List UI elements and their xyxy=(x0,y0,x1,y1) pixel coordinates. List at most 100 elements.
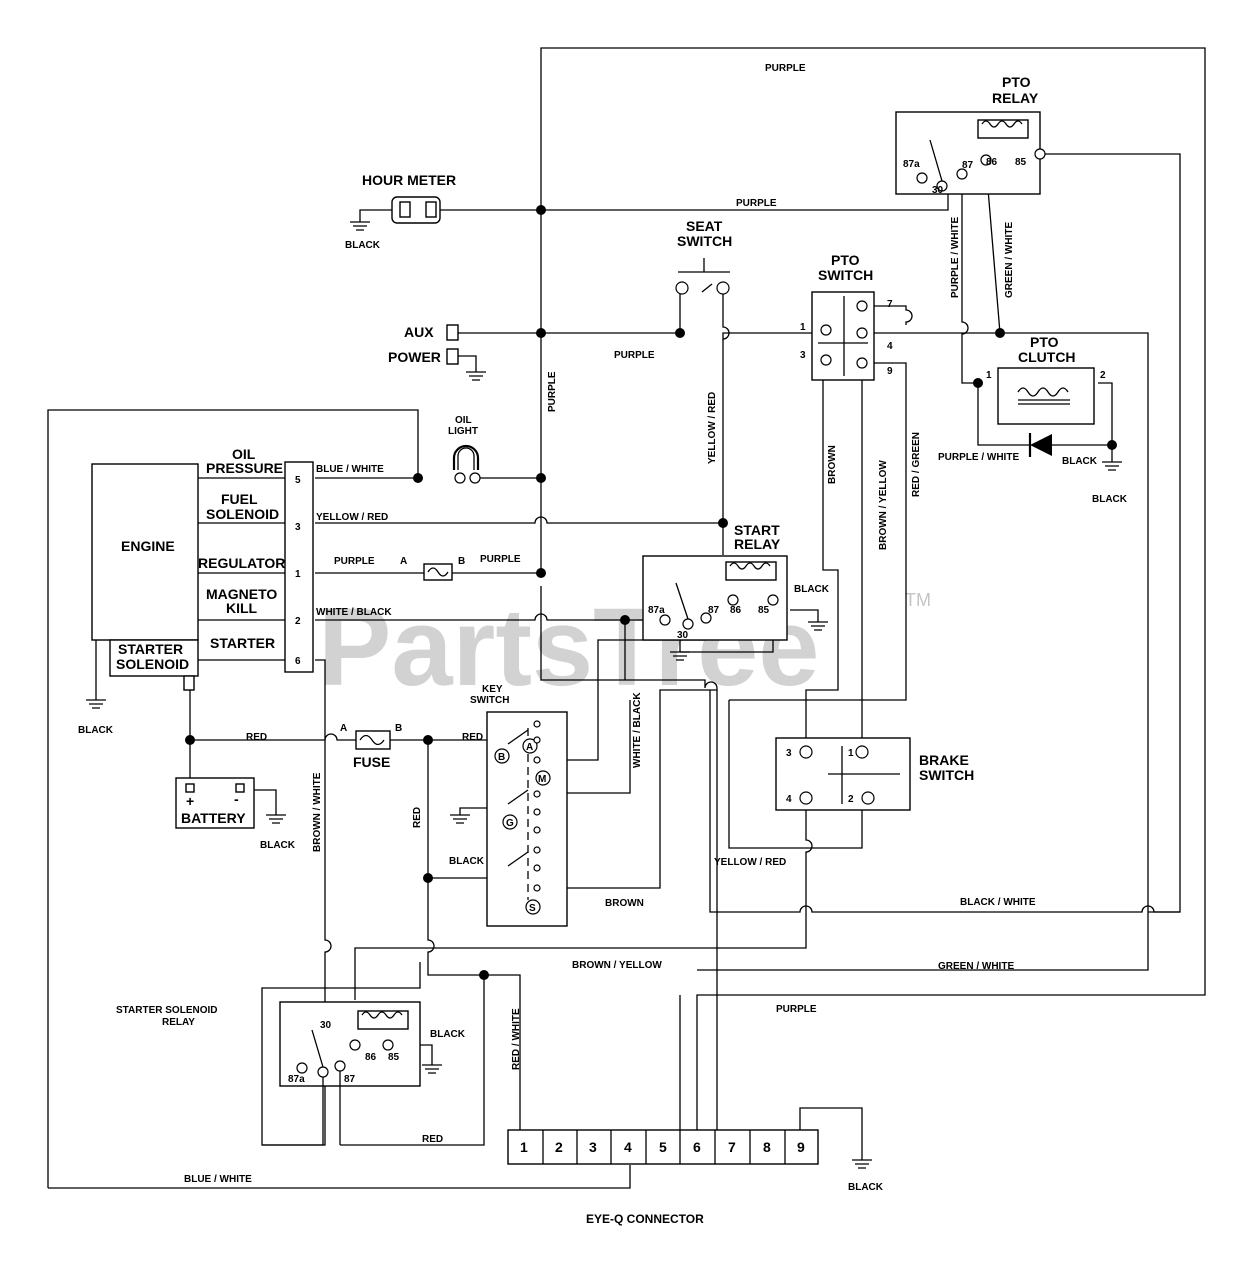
svg-text:GREEN / WHITE: GREEN / WHITE xyxy=(938,961,1014,972)
svg-text:30: 30 xyxy=(677,630,689,641)
svg-text:1: 1 xyxy=(295,569,301,580)
svg-text:RED: RED xyxy=(412,807,423,828)
svg-text:B: B xyxy=(458,556,465,567)
svg-text:PRESSURE: PRESSURE xyxy=(206,460,283,476)
svg-text:RED: RED xyxy=(246,732,267,743)
key-switch: KEY SWITCH B A M G S xyxy=(470,684,568,927)
svg-text:87a: 87a xyxy=(288,1074,305,1085)
watermark-tm: TM xyxy=(905,590,931,610)
svg-text:BLUE / WHITE: BLUE / WHITE xyxy=(316,464,384,475)
svg-text:85: 85 xyxy=(758,605,770,616)
svg-text:BROWN / YELLOW: BROWN / YELLOW xyxy=(572,960,662,971)
svg-text:5: 5 xyxy=(659,1139,667,1155)
seat-switch-label-2: SWITCH xyxy=(677,233,732,249)
svg-text:86: 86 xyxy=(986,157,998,168)
svg-text:M: M xyxy=(538,774,546,785)
svg-text:7: 7 xyxy=(728,1139,736,1155)
main-fuse: A B FUSE xyxy=(340,723,402,770)
svg-text:BLACK: BLACK xyxy=(1092,494,1128,505)
svg-text:BROWN: BROWN xyxy=(605,898,644,909)
svg-text:BLACK: BLACK xyxy=(345,240,381,251)
svg-text:BLACK: BLACK xyxy=(78,725,114,736)
regulator-fuse: A B xyxy=(400,556,465,581)
start-relay-label-1: START xyxy=(734,522,780,538)
svg-text:SOLENOID: SOLENOID xyxy=(206,506,279,522)
svg-text:+: + xyxy=(186,793,194,809)
svg-text:RED / WHITE: RED / WHITE xyxy=(511,1008,522,1070)
oil-light-label-2: LIGHT xyxy=(448,426,478,437)
svg-text:6: 6 xyxy=(295,656,301,667)
aux-label: AUX xyxy=(404,324,434,340)
battery-label: BATTERY xyxy=(181,810,246,826)
svg-text:FUEL: FUEL xyxy=(221,491,258,507)
svg-text:9: 9 xyxy=(887,366,893,377)
hour-meter-label: HOUR METER xyxy=(362,172,456,188)
hour-meter: HOUR METER xyxy=(362,172,456,224)
power-label: POWER xyxy=(388,349,441,365)
svg-text:86: 86 xyxy=(730,605,742,616)
eyeq-label: EYE-Q CONNECTOR xyxy=(586,1212,704,1226)
svg-text:PURPLE: PURPLE xyxy=(614,350,655,361)
svg-text:PURPLE: PURPLE xyxy=(765,63,806,74)
svg-text:4: 4 xyxy=(786,794,792,805)
svg-text:3: 3 xyxy=(786,748,792,759)
svg-text:BLACK / WHITE: BLACK / WHITE xyxy=(960,897,1036,908)
svg-text:STARTER: STARTER xyxy=(210,635,275,651)
svg-text:BLUE / WHITE: BLUE / WHITE xyxy=(184,1174,252,1185)
svg-text:BLACK: BLACK xyxy=(794,584,830,595)
pto-clutch-label-2: CLUTCH xyxy=(1018,349,1076,365)
svg-text:-: - xyxy=(234,791,239,807)
svg-text:BROWN: BROWN xyxy=(827,445,838,484)
svg-text:3: 3 xyxy=(800,350,806,361)
svg-text:4: 4 xyxy=(887,341,893,352)
pto-switch-label-1: PTO xyxy=(831,252,860,268)
svg-text:PURPLE: PURPLE xyxy=(736,198,777,209)
svg-text:3: 3 xyxy=(589,1139,597,1155)
svg-text:PURPLE: PURPLE xyxy=(334,556,375,567)
svg-text:OIL: OIL xyxy=(232,446,256,462)
brake-switch: 3 1 4 2 BRAKE SWITCH xyxy=(775,737,974,811)
svg-text:PURPLE: PURPLE xyxy=(480,554,521,565)
start-relay-label-2: RELAY xyxy=(734,536,781,552)
svg-text:7: 7 xyxy=(887,299,893,310)
svg-text:B: B xyxy=(498,752,505,763)
pto-relay: PTO RELAY 87a 30 87 86 85 xyxy=(895,74,1046,196)
svg-text:WHITE / BLACK: WHITE / BLACK xyxy=(316,607,392,618)
svg-text:1: 1 xyxy=(520,1139,528,1155)
svg-text:87a: 87a xyxy=(648,605,665,616)
svg-text:85: 85 xyxy=(1015,157,1027,168)
engine-label: ENGINE xyxy=(121,538,175,554)
svg-text:G: G xyxy=(506,818,514,829)
svg-text:86: 86 xyxy=(365,1052,377,1063)
svg-text:6: 6 xyxy=(693,1139,701,1155)
svg-text:A: A xyxy=(526,742,533,753)
svg-text:BROWN / WHITE: BROWN / WHITE xyxy=(312,772,323,852)
oil-light-label-1: OIL xyxy=(455,415,472,426)
svg-text:1: 1 xyxy=(986,370,992,381)
engine: ENGINE STARTER SOLENOID xyxy=(91,463,285,691)
svg-text:2: 2 xyxy=(1100,370,1106,381)
svg-text:BLACK: BLACK xyxy=(260,840,296,851)
svg-text:WHITE / BLACK: WHITE / BLACK xyxy=(632,692,643,768)
svg-text:BROWN / YELLOW: BROWN / YELLOW xyxy=(878,460,889,550)
svg-text:PURPLE / WHITE: PURPLE / WHITE xyxy=(950,217,961,298)
engine-connector: 5 3 1 2 6 xyxy=(284,461,314,673)
engine-pin-labels: OIL PRESSURE FUEL SOLENOID REGULATOR MAG… xyxy=(198,446,285,651)
svg-text:BLACK: BLACK xyxy=(449,856,485,867)
svg-text:A: A xyxy=(400,556,407,567)
wires xyxy=(47,47,1206,1189)
svg-text:B: B xyxy=(395,723,402,734)
svg-text:3: 3 xyxy=(295,522,301,533)
svg-text:PURPLE: PURPLE xyxy=(547,371,558,412)
svg-text:85: 85 xyxy=(388,1052,400,1063)
fuse-label: FUSE xyxy=(353,754,390,770)
svg-text:2: 2 xyxy=(848,794,854,805)
starter-solenoid-label-2: SOLENOID xyxy=(116,656,189,672)
ssr-label-2: RELAY xyxy=(162,1017,195,1028)
svg-text:1: 1 xyxy=(848,748,854,759)
wire-labels: PURPLE PURPLE BLACK PURPLE PURPLE PURPLE… xyxy=(78,63,1128,1193)
svg-text:1: 1 xyxy=(800,322,806,333)
svg-text:RED / GREEN: RED / GREEN xyxy=(911,432,922,497)
svg-text:PURPLE: PURPLE xyxy=(776,1004,817,1015)
